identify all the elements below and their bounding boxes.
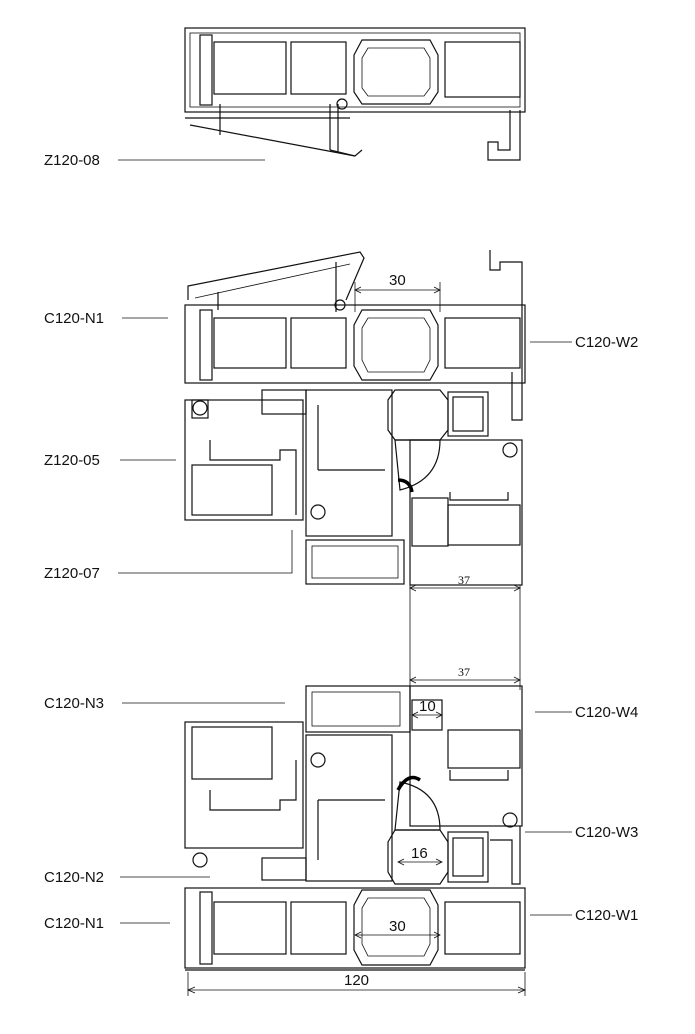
label-c120-n1-top: C120-N1 bbox=[44, 310, 104, 327]
dimension-bottom-30: 30 bbox=[389, 918, 406, 935]
profile-z120-08 bbox=[184, 27, 526, 161]
dimension-values: 30 37 37 10 16 30 120 bbox=[344, 272, 470, 989]
dimension-lower-37: 37 bbox=[458, 665, 470, 679]
dimension-top-30: 30 bbox=[389, 272, 406, 289]
leader-lines bbox=[118, 159, 572, 924]
label-c120-w1: C120-W1 bbox=[575, 907, 638, 924]
label-c120-w2: C120-W2 bbox=[575, 334, 638, 351]
dimension-overall-120: 120 bbox=[344, 972, 369, 989]
label-c120-w4: C120-W4 bbox=[575, 704, 638, 721]
label-c120-n3: C120-N3 bbox=[44, 695, 104, 712]
label-z120-08: Z120-08 bbox=[44, 152, 100, 169]
label-z120-05: Z120-05 bbox=[44, 452, 100, 469]
label-c120-w3: C120-W3 bbox=[575, 824, 638, 841]
profile-upper-assembly bbox=[184, 250, 526, 690]
label-z120-07: Z120-07 bbox=[44, 565, 100, 582]
dimension-16: 16 bbox=[411, 845, 428, 862]
profile-lower-assembly bbox=[184, 676, 527, 996]
labels: Z120-08 C120-N1 C120-W2 Z120-05 Z120-07 … bbox=[44, 152, 638, 932]
dimension-upper-37: 37 bbox=[458, 573, 470, 587]
label-c120-n2: C120-N2 bbox=[44, 869, 104, 886]
label-c120-n1-bottom: C120-N1 bbox=[44, 915, 104, 932]
dimension-10: 10 bbox=[419, 698, 436, 715]
